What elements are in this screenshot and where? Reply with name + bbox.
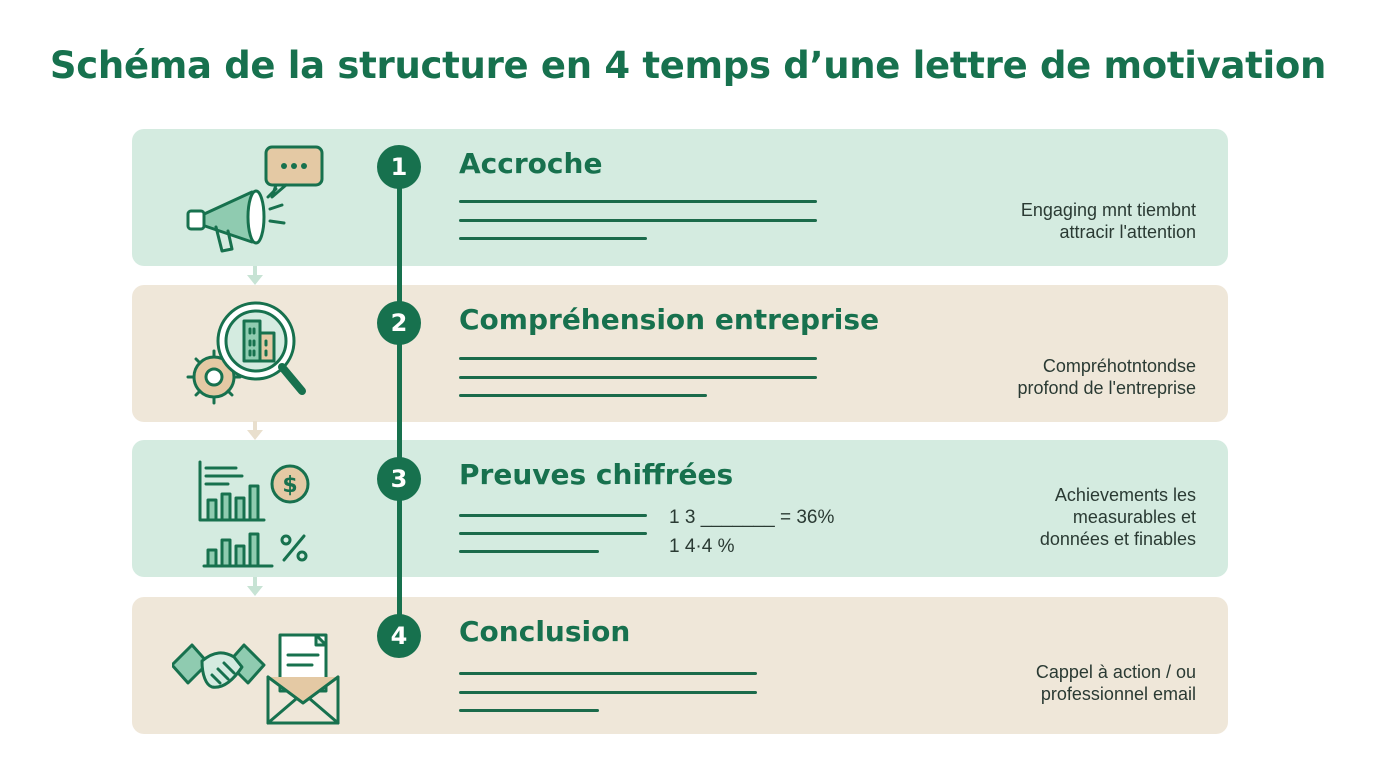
timeline-line xyxy=(397,160,402,640)
step-description: Cappel à action / ou professionnel email xyxy=(1035,662,1196,704)
step-number-badge: 4 xyxy=(377,614,421,658)
arrow-down-icon xyxy=(247,266,263,285)
text-line xyxy=(459,514,647,517)
text-line xyxy=(459,357,817,360)
text-line xyxy=(459,550,599,553)
magnifier-building-gear-icon xyxy=(186,301,306,405)
megaphone-speech-bubble-icon xyxy=(186,145,324,253)
text-line xyxy=(459,200,817,203)
text-line xyxy=(459,709,599,712)
text-line xyxy=(459,532,647,535)
text-line xyxy=(459,376,817,379)
stat-value: 1 4·4 % xyxy=(669,536,735,557)
step-accroche: Accroche Engaging mnt tiembnt attracir l… xyxy=(132,129,1228,266)
step-number-badge: 1 xyxy=(377,145,421,189)
step-heading: Accroche xyxy=(459,147,603,180)
charts-dollar-percent-icon: $ xyxy=(198,460,310,568)
svg-text:$: $ xyxy=(282,473,297,498)
arrow-down-icon xyxy=(247,421,263,440)
stat-value: 1 3 _______ = 36% xyxy=(669,507,835,528)
step-number-badge: 3 xyxy=(377,457,421,501)
diagram-title: Schéma de la structure en 4 temps d’une … xyxy=(49,44,1327,87)
text-line xyxy=(459,219,817,222)
text-line xyxy=(459,672,757,675)
step-conclusion: Conclusion Cappel à action / ou professi… xyxy=(132,597,1228,734)
arrow-down-icon xyxy=(247,577,263,596)
step-number-badge: 2 xyxy=(377,301,421,345)
text-line xyxy=(459,691,757,694)
step-description: Achievements les measurables et données … xyxy=(1039,485,1196,549)
step-description: Engaging mnt tiembnt attracir l'attentio… xyxy=(1020,200,1196,242)
handshake-envelope-icon xyxy=(172,633,340,725)
step-heading: Conclusion xyxy=(459,615,631,648)
step-heading: Compréhension entreprise xyxy=(459,303,880,336)
step-preuves-chiffrees: $ Preuves chiffrées 1 3 _______ = 36% 1 … xyxy=(132,440,1228,577)
text-line xyxy=(459,237,647,240)
step-description: Compréhotntondse profond de l'entreprise xyxy=(1017,356,1196,398)
step-heading: Preuves chiffrées xyxy=(459,458,734,491)
text-line xyxy=(459,394,707,397)
step-comprehension-entreprise: Compréhension entreprise Compréhotntonds… xyxy=(132,285,1228,422)
